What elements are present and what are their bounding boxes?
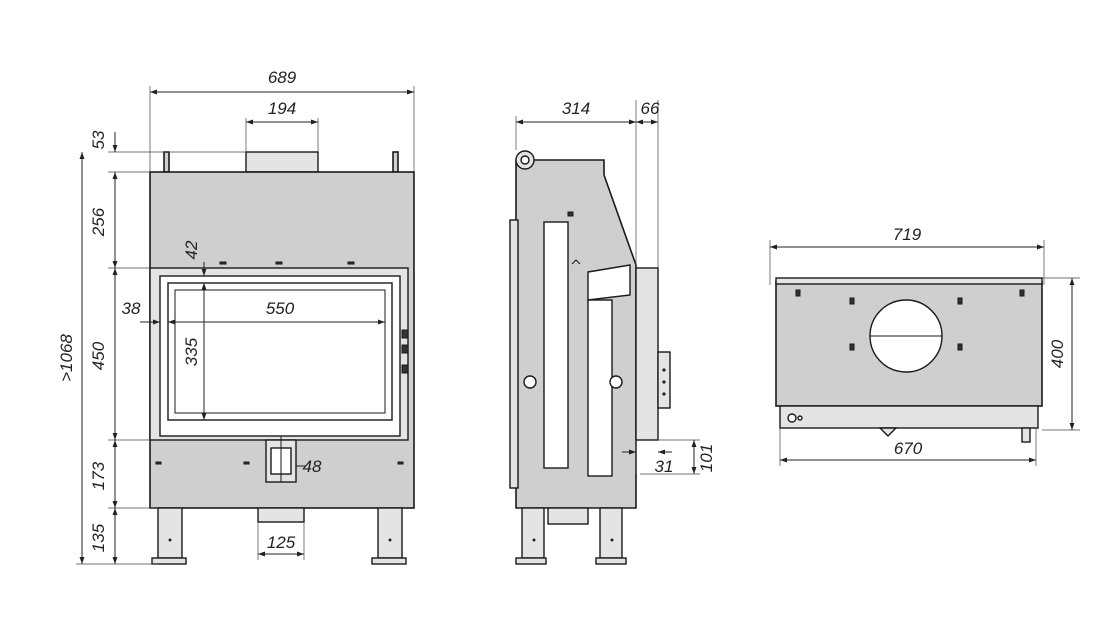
dim-flue-width: 194 [268, 99, 296, 118]
dim-total-width: 689 [268, 68, 297, 87]
right-leg [377, 507, 403, 559]
dim-top-total-width: 719 [893, 225, 922, 244]
side-body [515, 159, 637, 509]
dim-handle-height: 101 [697, 444, 716, 472]
top-view [775, 277, 1043, 443]
dim-air-inlet-width: 125 [267, 533, 296, 552]
dim-glass-width: 550 [266, 299, 295, 318]
dim-top-collar: 53 [89, 130, 108, 149]
dim-glass-height: 335 [182, 337, 201, 366]
dim-handle-depth: 66 [641, 99, 660, 118]
side-view [509, 150, 671, 565]
dim-glass-top: 42 [182, 240, 201, 259]
side-dimensions: 314 66 31 101 [515, 99, 716, 476]
dim-glass-side: 38 [122, 299, 141, 318]
dim-total-height: >1068 [57, 334, 76, 382]
top-dimensions: 719 670 400 [769, 225, 1080, 466]
side-handle [657, 351, 671, 409]
dim-top-depth: 400 [1048, 339, 1067, 368]
flue-collar [245, 151, 319, 173]
dim-handle-offset: 31 [655, 457, 674, 476]
side-door [635, 267, 659, 441]
dim-lower-height: 173 [89, 461, 108, 490]
dim-leg-height: 135 [89, 523, 108, 552]
left-leg [157, 507, 183, 559]
dim-door-height: 450 [89, 341, 108, 370]
dim-depth: 314 [562, 99, 590, 118]
dim-base-width: 670 [894, 439, 923, 458]
dim-upper-height: 256 [89, 207, 108, 237]
front-view [149, 151, 415, 565]
dim-air-inlet-offset: 48 [303, 457, 322, 476]
front-dimensions: 689 194 53 256 450 173 135 >1068 42 335 [57, 68, 415, 565]
